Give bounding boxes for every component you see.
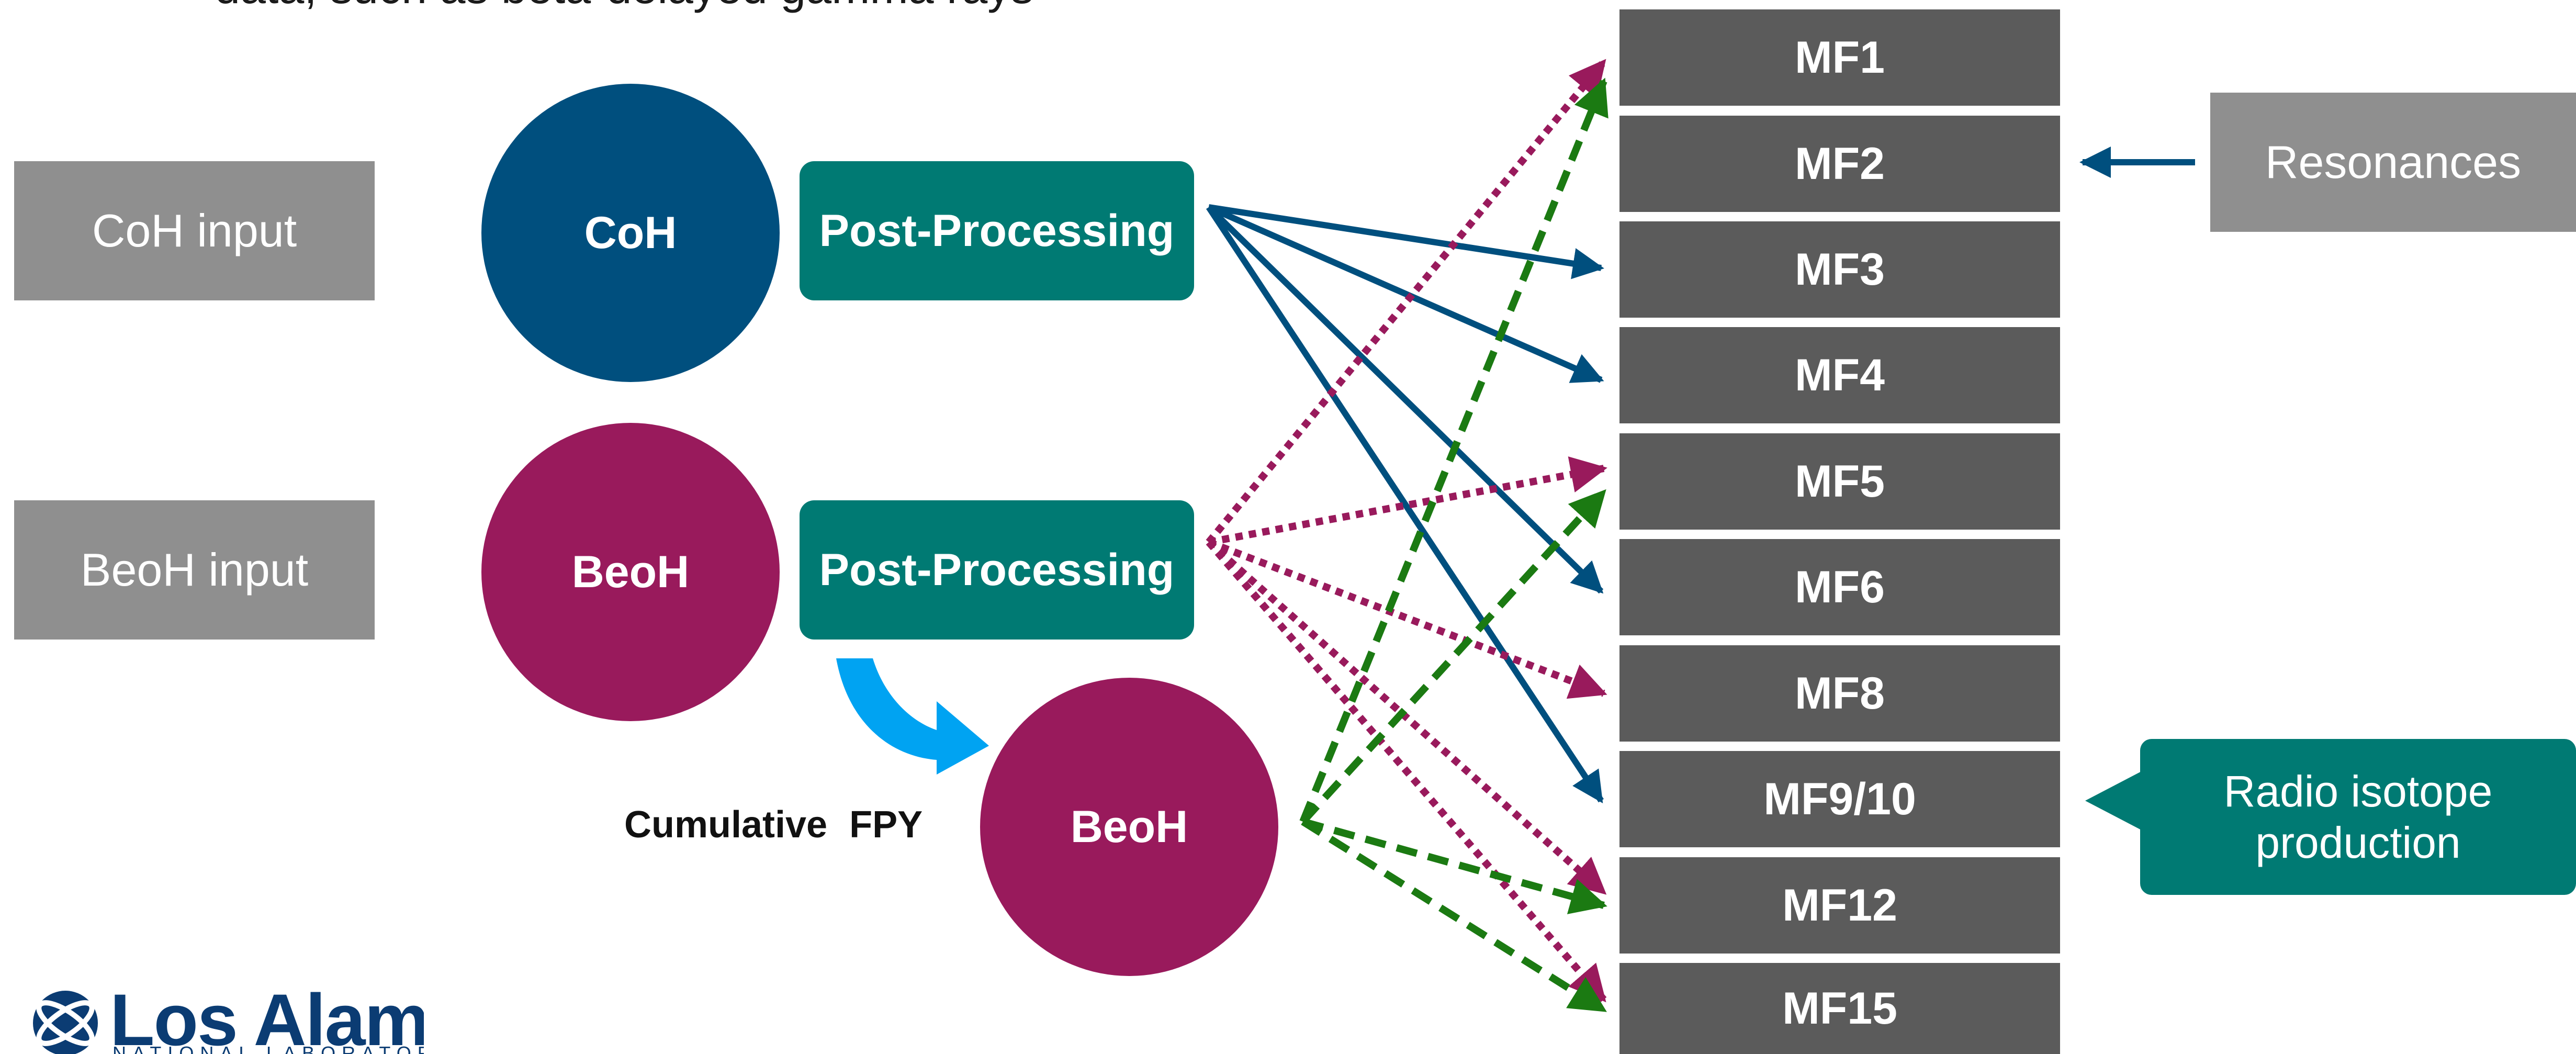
cumulative-arrow <box>836 658 989 775</box>
beoh-input-box: BeoH input <box>14 500 375 640</box>
mf-box: MF9/10 <box>1619 751 2060 847</box>
mf-box: MF6 <box>1619 539 2060 635</box>
fpy-arrow-mf1 <box>1299 77 1608 823</box>
beoh-circle: BeoH <box>481 423 780 721</box>
mf-box: MF2 <box>1619 116 2060 212</box>
header-text: data, such as beta-delayed gamma rays <box>215 0 1033 14</box>
beoh-arrow-mf12 <box>1206 539 1607 895</box>
beoh-arrows <box>1206 59 1607 1003</box>
fpy-arrow-mf12 <box>1302 818 1607 914</box>
radio-isotope-callout: Radio isotope production <box>2140 739 2576 895</box>
logo-name: Los Alamos <box>110 989 424 1054</box>
mf-box: MF15 <box>1619 963 2060 1054</box>
coh-arrow-mf4 <box>1207 204 1604 383</box>
callout-line-1: Radio isotope <box>2223 767 2493 816</box>
beoh-post-processing-box: Post-Processing <box>800 500 1194 640</box>
cumulative-fpy-label: Cumulative FPY <box>624 804 923 846</box>
beoh-fpy-circle: BeoH <box>980 678 1278 976</box>
mf-box: MF12 <box>1619 857 2060 954</box>
los-alamos-emblem-icon <box>33 991 98 1054</box>
callout-line-2: production <box>2255 818 2461 867</box>
mf-box: MF3 <box>1619 221 2060 318</box>
los-alamos-logo: Los Alamos NATIONAL LABORATORY <box>31 989 424 1054</box>
mf-box: MF4 <box>1619 327 2060 423</box>
fpy-arrow-mf15 <box>1301 818 1607 1013</box>
mf-box: MF8 <box>1619 645 2060 742</box>
coh-arrow-mf6 <box>1206 205 1604 594</box>
coh-circle: CoH <box>481 84 780 382</box>
coh-arrow-mf3 <box>1208 204 1604 279</box>
fpy-arrow-mf5 <box>1300 489 1607 824</box>
coh-input-box: CoH input <box>14 161 375 300</box>
fpy-arrows <box>1299 77 1608 1013</box>
beoh-arrow-mf1 <box>1206 59 1607 545</box>
mf-box: MF1 <box>1619 9 2060 106</box>
beoh-arrow-mf15 <box>1206 540 1607 1003</box>
resonances-box: Resonances <box>2210 93 2576 232</box>
coh-post-processing-box: Post-Processing <box>800 161 1194 300</box>
coh-arrow-mf9-10 <box>1206 205 1604 804</box>
beoh-arrow-mf8 <box>1207 539 1607 699</box>
mf-box: MF5 <box>1619 433 2060 530</box>
coh-arrows <box>1206 204 1604 804</box>
logo-subtitle: NATIONAL LABORATORY <box>113 1042 424 1054</box>
